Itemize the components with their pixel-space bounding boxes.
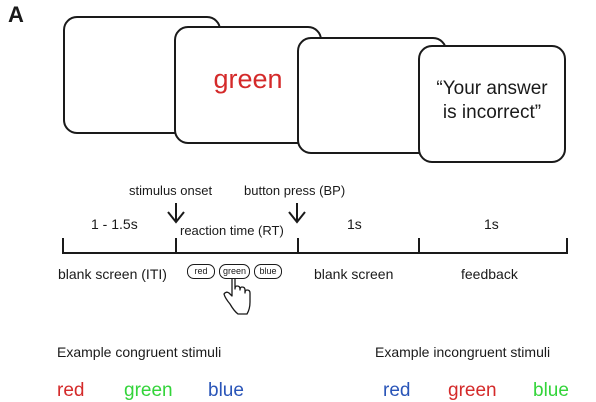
congruent-word-blue: blue: [208, 380, 244, 401]
feedback-line-2: is incorrect”: [442, 102, 542, 123]
congruent-heading: Example congruent stimuli: [57, 344, 222, 360]
stimulus-word: green: [213, 64, 283, 94]
response-button-green[interactable]: green: [219, 264, 250, 279]
stimulus-onset-arrow-icon: [167, 203, 185, 224]
iti-duration-label: 1 - 1.5s: [91, 216, 138, 232]
phase-feedback-label: feedback: [461, 266, 518, 282]
feedback-duration-label: 1s: [484, 216, 499, 232]
incongruent-word-red: red: [383, 380, 411, 401]
phase-iti-label: blank screen (ITI): [58, 266, 167, 282]
response-button-blue[interactable]: blue: [254, 264, 282, 279]
feedback-screen: “Your answer is incorrect”: [418, 45, 566, 163]
incongruent-heading: Example incongruent stimuli: [375, 344, 551, 360]
congruent-word-green: green: [124, 380, 173, 401]
pointing-hand-icon: [223, 274, 251, 315]
reaction-time-label: reaction time (RT): [180, 223, 284, 238]
stimulus-onset-label: stimulus onset: [129, 183, 213, 198]
button-press-arrow-icon: [288, 203, 306, 224]
congruent-word-red: red: [57, 380, 85, 401]
feedback-message: “Your answer is incorrect”: [420, 77, 564, 125]
incongruent-word-green: green: [448, 380, 497, 401]
blank-duration-label: 1s: [347, 216, 362, 232]
panel-label: A: [8, 2, 24, 27]
button-press-label: button press (BP): [244, 183, 346, 198]
feedback-line-1: “Your answer: [436, 78, 548, 99]
phase-blank-label: blank screen: [314, 266, 394, 282]
incongruent-word-blue: blue: [533, 380, 569, 401]
response-button-red[interactable]: red: [187, 264, 215, 279]
